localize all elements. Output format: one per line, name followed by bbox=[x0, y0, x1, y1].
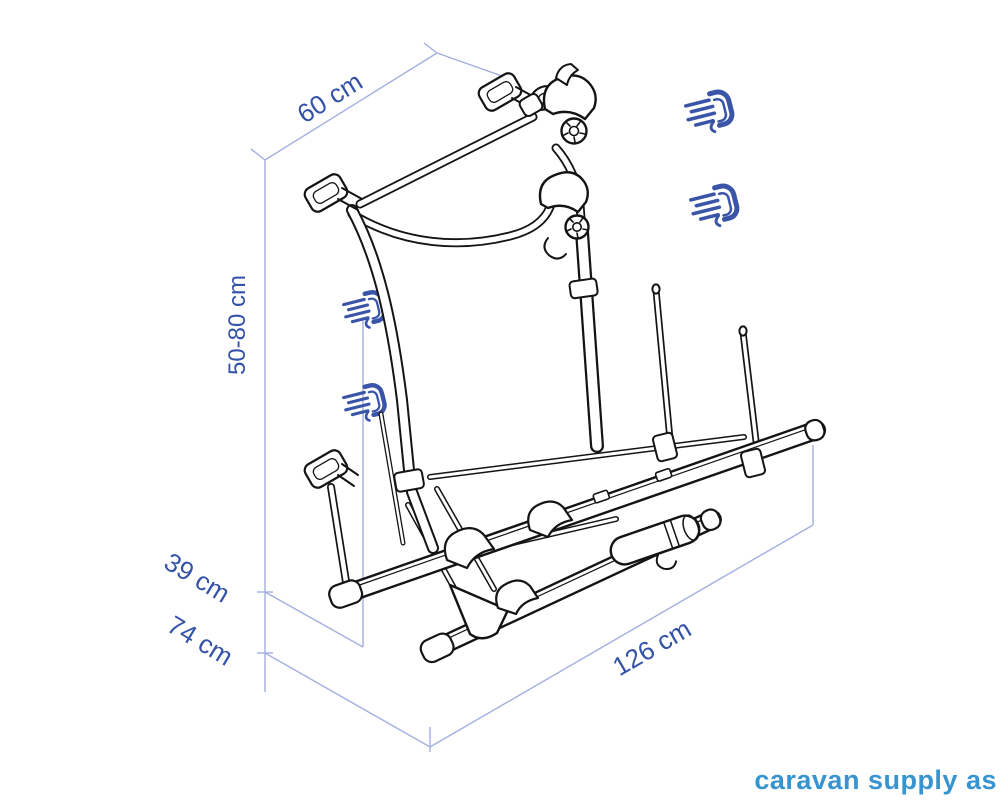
dimension-lines bbox=[250, 42, 814, 752]
dim-tick-apex bbox=[423, 42, 438, 54]
bike-clamp-middle bbox=[538, 171, 590, 260]
wall-bracket-mid bbox=[303, 173, 349, 213]
watermark-logo: caravan supply as bbox=[754, 765, 997, 795]
wall-bracket-low bbox=[303, 449, 349, 489]
awning-rail-end-icon bbox=[683, 90, 735, 138]
wall-bracket-top bbox=[477, 72, 523, 112]
dim-line-126cm bbox=[429, 524, 814, 748]
dimension-label-height: 50-80 cm bbox=[224, 274, 251, 376]
bumper-roller bbox=[609, 514, 701, 570]
dim-line-74cm bbox=[264, 652, 431, 748]
bike-clamp-top bbox=[542, 63, 597, 145]
dim-line-39cm bbox=[264, 591, 364, 648]
dim-tick-topleft bbox=[250, 148, 266, 161]
awning-rail-end-icon bbox=[688, 184, 740, 232]
bike-carrier-drawing bbox=[303, 63, 827, 664]
dim-line-60cm bbox=[264, 52, 438, 161]
